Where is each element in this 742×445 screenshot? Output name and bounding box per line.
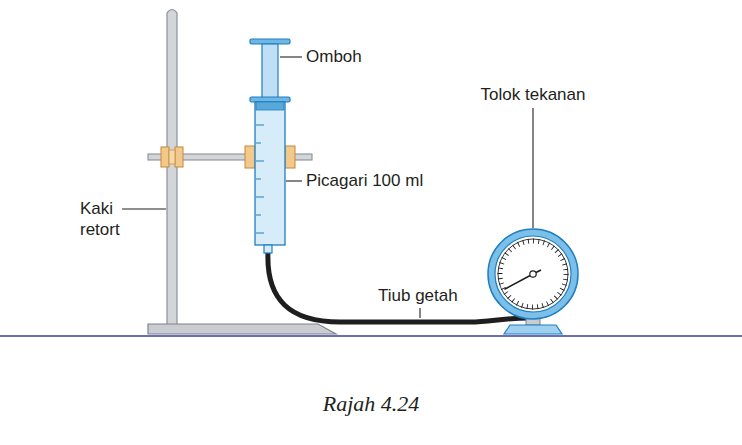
leader-lines — [122, 57, 533, 318]
gauge-label: Tolok tekanan — [481, 84, 586, 105]
stand-label: Kaki retort — [80, 198, 120, 240]
tube-label: Tiub getah — [378, 285, 458, 306]
bench-line — [0, 335, 742, 337]
plunger-label: Omboh — [306, 46, 362, 67]
syringe-label: Picagari 100 ml — [306, 170, 423, 191]
syringe — [250, 39, 290, 253]
pressure-gauge — [488, 229, 578, 334]
figure-caption: Rajah 4.24 — [323, 391, 420, 417]
